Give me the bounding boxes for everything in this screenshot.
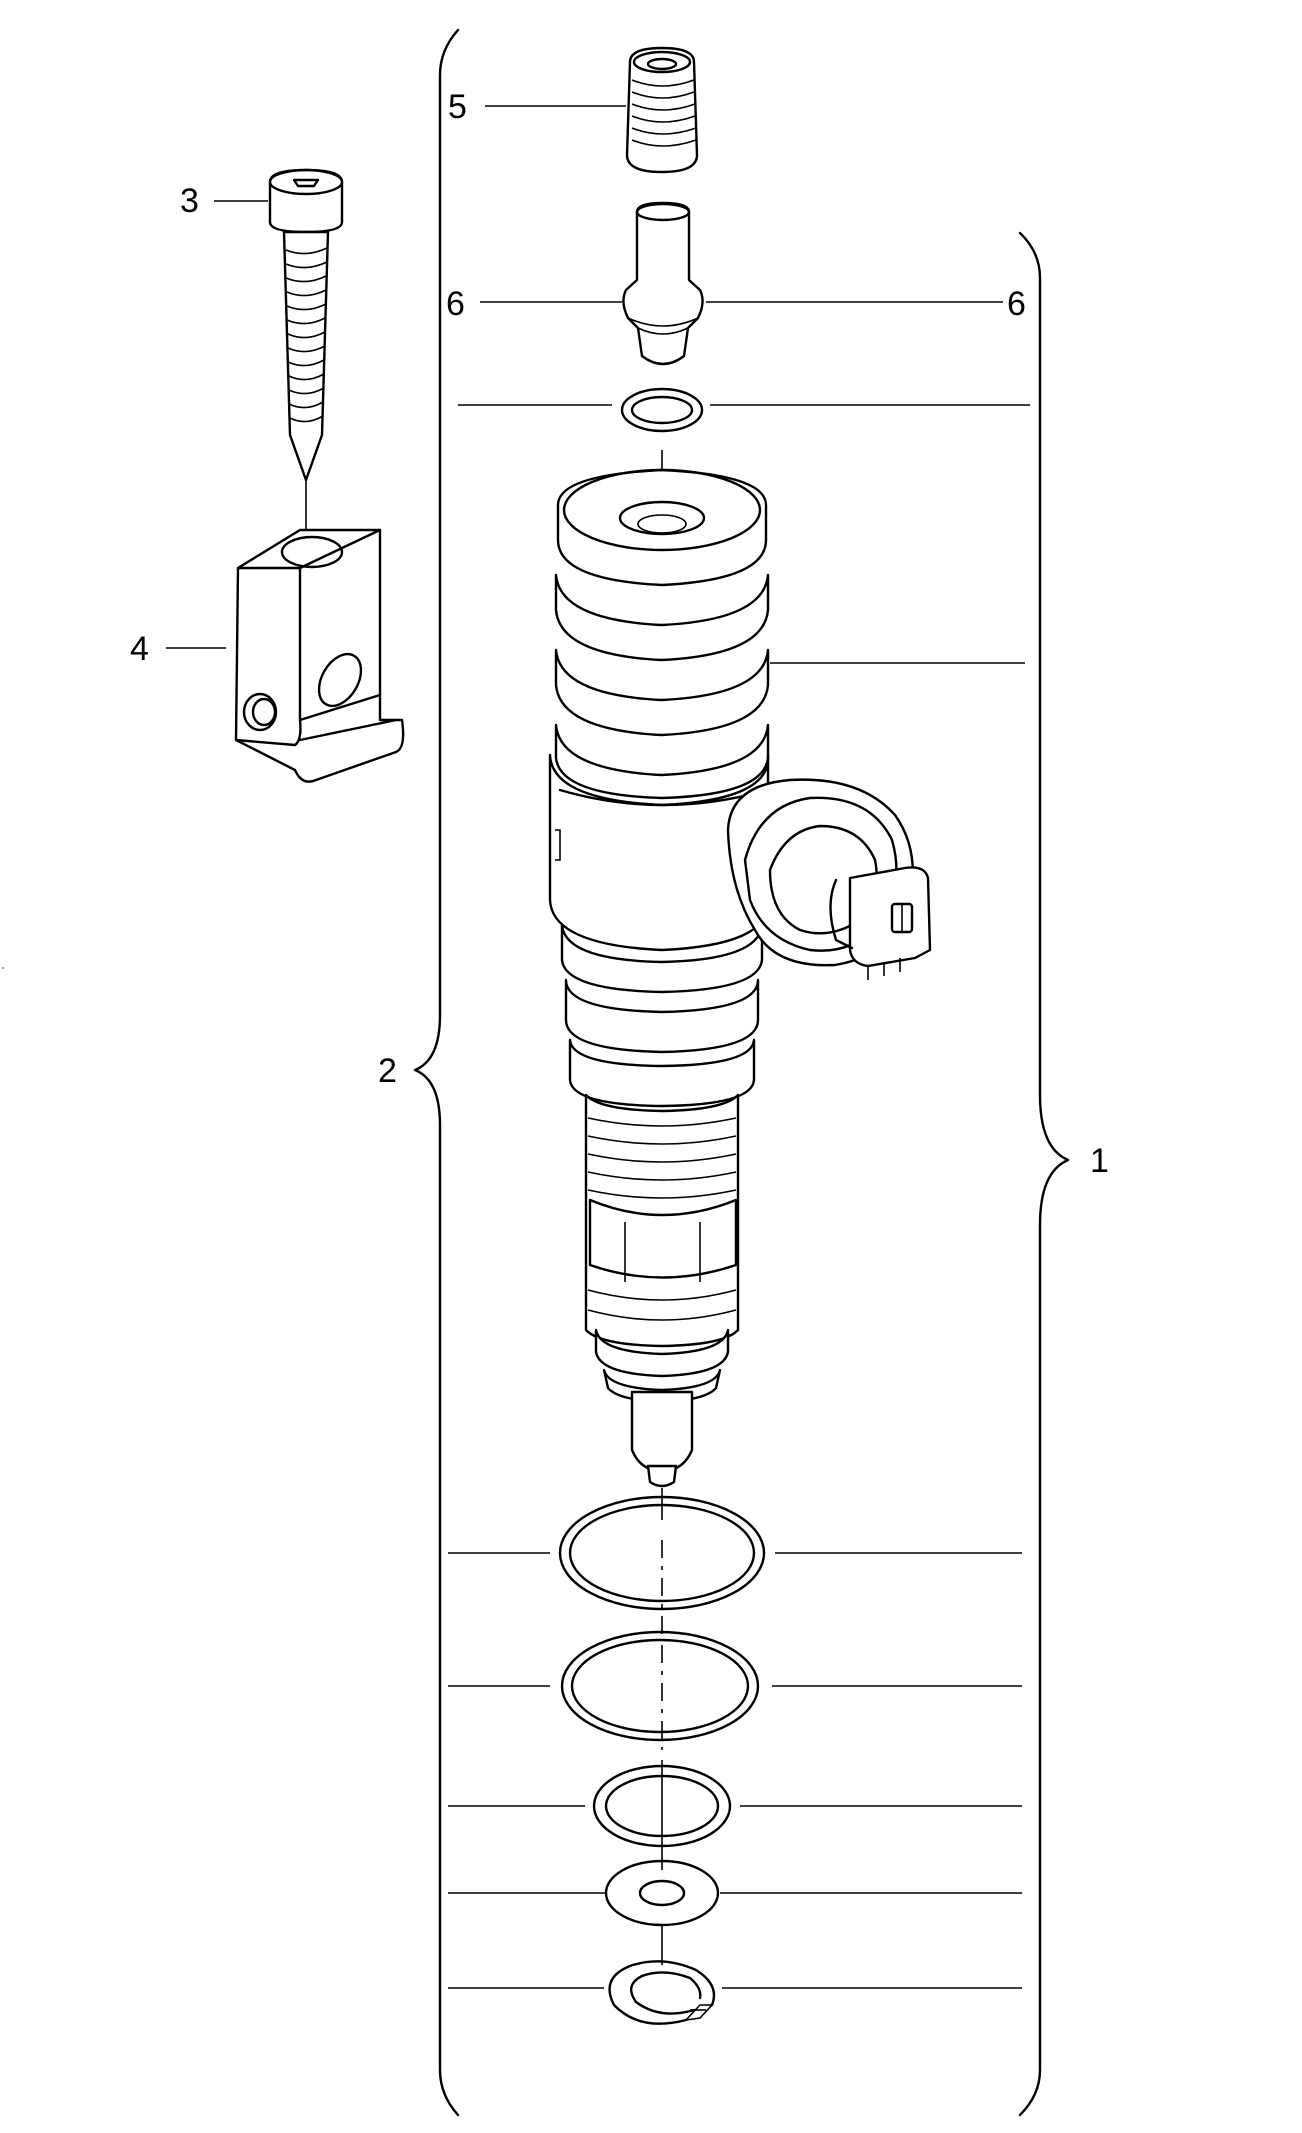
callout-2[interactable]: 2 [378,1052,397,1090]
seal-ring-1-icon [448,1495,1022,1640]
washer-icon [448,1850,1022,1965]
clamping-block-icon [234,528,405,783]
seal-ring-2-icon [448,1630,1022,1750]
seal-ring-3-icon [448,1760,1022,1850]
adjusting-screw-icon [625,46,699,174]
unit-injector-icon [548,468,1025,1520]
callout-6-left[interactable]: 6 [446,285,465,323]
callout-6-right[interactable]: 6 [1007,285,1026,323]
circlip-icon [448,1960,1022,2025]
stray-mark [2,967,4,969]
brace-2 [413,28,460,2117]
callout-1[interactable]: 1 [1090,1142,1109,1180]
callout-5[interactable]: 5 [448,88,467,126]
ball-pin-icon [622,201,704,366]
socket-head-bolt-icon [268,168,344,540]
callout-4[interactable]: 4 [130,630,149,668]
callout-3[interactable]: 3 [180,182,199,220]
brace-1 [1018,231,1070,2117]
